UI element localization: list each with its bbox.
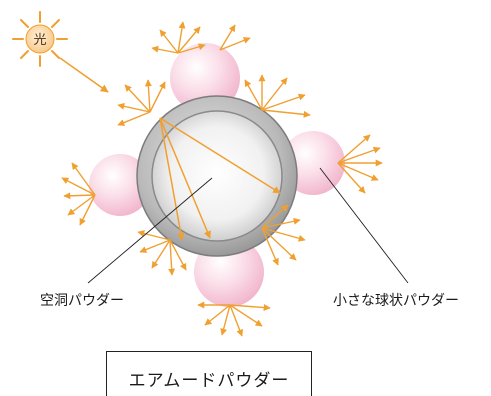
scattered-light-arrows: [61, 21, 383, 337]
spherical-powder-leader-line: [319, 167, 409, 284]
hollow-powder-leader-line: [87, 177, 213, 284]
sun-icon: 光: [12, 11, 68, 67]
spherical-powder-label: 小さな球状パウダー: [333, 293, 459, 309]
light-label: 光: [33, 33, 46, 48]
diagram-title: エアムードパウダー: [128, 371, 290, 391]
incoming-light-arrow: [59, 57, 109, 93]
internal-light-paths: [159, 117, 281, 241]
title-box: エアムードパウダー: [106, 351, 312, 396]
hollow-powder-label: 空洞パウダー: [40, 293, 124, 309]
spherical-powder-left: [89, 154, 151, 216]
